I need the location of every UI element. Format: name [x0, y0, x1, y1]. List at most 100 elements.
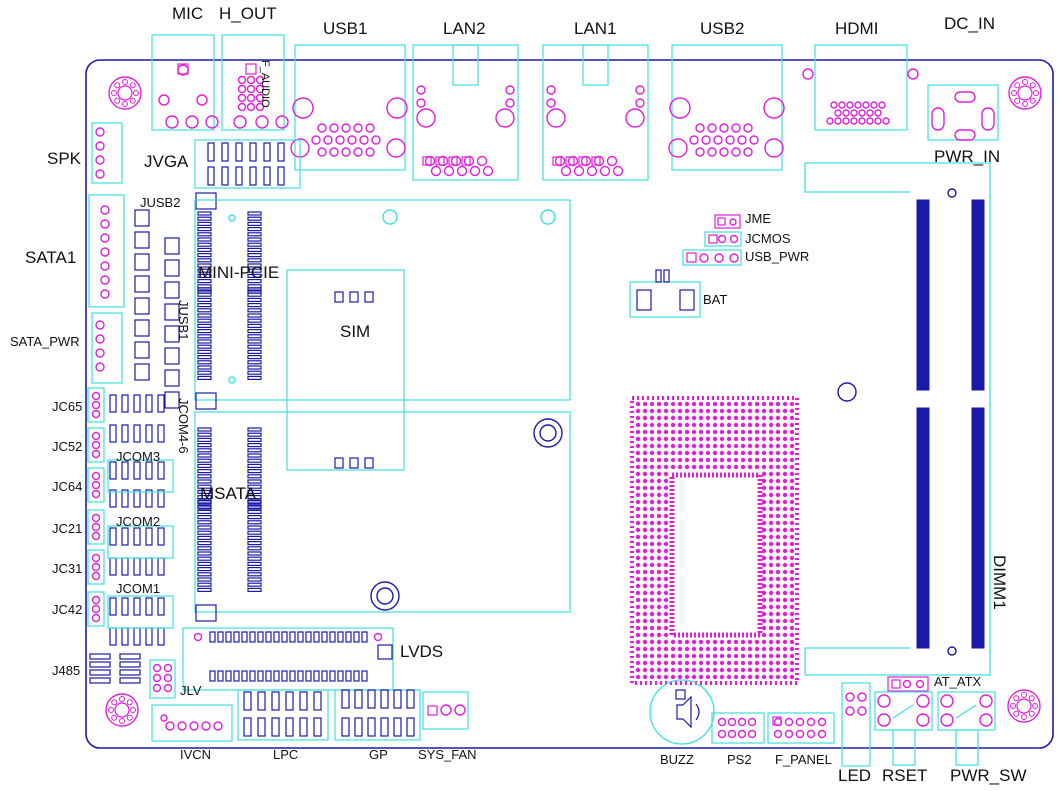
- bga-ball: [663, 541, 669, 547]
- lan1-tab: [582, 44, 609, 86]
- label-lvds: LVDS: [400, 642, 444, 661]
- bga-ball: [635, 541, 641, 547]
- lan1-pin: [593, 155, 605, 167]
- bga-ball: [747, 436, 753, 442]
- bga-ball: [670, 639, 676, 645]
- hdmi-pin: [858, 109, 866, 117]
- bga-ball: [677, 457, 683, 463]
- usb1-pin: [371, 135, 381, 145]
- usb1-pad: [386, 138, 406, 158]
- bga-ball: [649, 569, 655, 575]
- bga-ball: [740, 667, 746, 673]
- bga-ball: [649, 506, 655, 512]
- mini-pcie-pin: [197, 227, 212, 232]
- bga-ball: [663, 408, 669, 414]
- mount-hole-top-right: [1008, 76, 1042, 110]
- bga-ball: [733, 450, 739, 456]
- lan1-pin: [586, 165, 598, 177]
- bga-ball: [684, 464, 690, 470]
- bga-ball: [740, 415, 746, 421]
- msata-pin: [247, 448, 262, 453]
- h-out-pad: [275, 115, 289, 129]
- hdmi-pin: [834, 117, 842, 125]
- msata-pin: [247, 458, 262, 463]
- jc-jumper-outline: [87, 509, 105, 545]
- bga-ball: [656, 478, 662, 484]
- pwr-sw-switch-pad: [979, 713, 993, 727]
- bga-ball: [677, 646, 683, 652]
- bga-ball: [642, 429, 648, 435]
- bga-ball: [768, 562, 774, 568]
- jcom-pin: [157, 627, 165, 646]
- bga-ball: [754, 667, 760, 673]
- bga-ball: [635, 408, 641, 414]
- bga-ball: [642, 562, 648, 568]
- f-panel-pin: [817, 729, 827, 739]
- bga-ball: [642, 485, 648, 491]
- lan1-pad: [625, 108, 645, 128]
- bga-ball: [768, 401, 774, 407]
- lan1-outline: [542, 44, 649, 181]
- hdmi-pin: [846, 101, 854, 109]
- jusb1-pin: [164, 237, 180, 255]
- msata-pin: [197, 535, 212, 541]
- lvds-pin: [345, 631, 352, 643]
- mount-hole-top-right-inner: [1017, 85, 1033, 101]
- bga-ball: [754, 436, 760, 442]
- bga-ball: [663, 590, 669, 596]
- jc-jumper-pin: [91, 480, 101, 490]
- bga-ball: [775, 604, 781, 610]
- bga-ball: [719, 457, 725, 463]
- dimm1-pins: [916, 199, 930, 391]
- bga-ball: [768, 667, 774, 673]
- sata1-pin: [100, 261, 110, 271]
- bga-ball: [635, 639, 641, 645]
- bga-ball: [775, 527, 781, 533]
- bga-ball: [719, 429, 725, 435]
- lan2-pin: [463, 155, 475, 167]
- bga-ball: [642, 520, 648, 526]
- bga-ball: [656, 555, 662, 561]
- bga-ball: [642, 506, 648, 512]
- bga-ball: [775, 443, 781, 449]
- sata-pwr-pin: [95, 320, 105, 330]
- mini-pcie-pin: [247, 292, 262, 297]
- bga-ball: [782, 625, 788, 631]
- usb2-pin: [719, 147, 729, 157]
- mini-pcie-pin: [197, 253, 212, 258]
- jcmos-pin: [717, 234, 727, 244]
- bga-ball: [726, 429, 732, 435]
- msata-hole: [370, 581, 400, 611]
- bga-ball: [761, 611, 767, 617]
- usb1-pin: [341, 147, 351, 157]
- bga-ball: [754, 674, 760, 680]
- lvds-pin: [225, 670, 232, 682]
- mini-pcie-pin: [197, 313, 212, 318]
- bga-ball: [649, 625, 655, 631]
- f-audio-pin: [237, 75, 247, 85]
- bga-ball: [719, 639, 725, 645]
- mic-pad: [196, 94, 208, 106]
- bga-ball: [740, 443, 746, 449]
- bga-ball: [642, 471, 648, 477]
- mount-hole-top-left-inner: [117, 85, 133, 101]
- lvds-pin: [217, 631, 224, 643]
- bga-ball: [663, 485, 669, 491]
- bga-ball: [733, 415, 739, 421]
- dimm1-hole: [947, 646, 957, 656]
- msata-pin: [247, 427, 262, 432]
- at-atx-pin: [891, 679, 901, 689]
- bga-ball: [691, 401, 697, 407]
- lvds-pin: [337, 670, 344, 682]
- bga-ball: [698, 436, 704, 442]
- bga-ball: [670, 408, 676, 414]
- bga-ball: [677, 401, 683, 407]
- bga-ball: [663, 583, 669, 589]
- jcom-pin: [121, 627, 129, 646]
- bat-pad: [679, 289, 695, 311]
- jcom-pin: [157, 394, 165, 413]
- bga-ball: [663, 632, 669, 638]
- dimm1-pins: [916, 407, 930, 649]
- bga-ball: [649, 492, 655, 498]
- usb1-pin: [311, 135, 321, 145]
